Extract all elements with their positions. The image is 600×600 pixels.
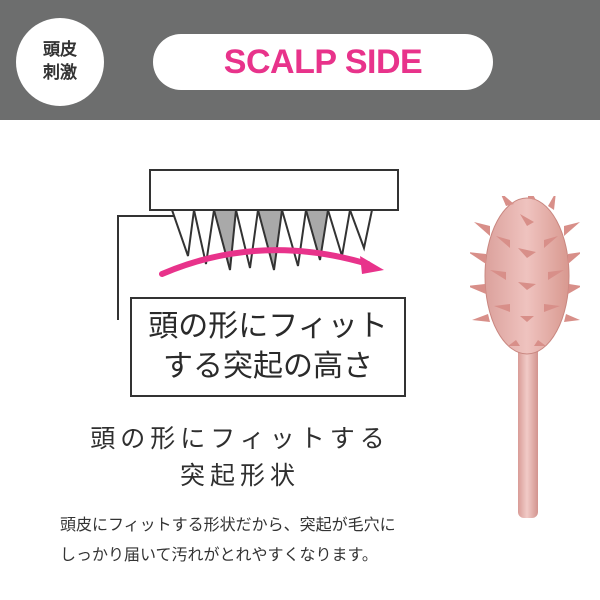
brush-head [484, 197, 570, 355]
heading-line-1: 頭の形にフィットする [90, 424, 390, 453]
header-bar: 頭皮 刺激 SCALP SIDE [0, 0, 600, 120]
arrow-head-icon [360, 256, 384, 274]
fit-height-callout: 頭の形にフィット する突起の高さ [130, 297, 406, 397]
description-line-2: しっかり届いて汚れがとれやすくなります。 [60, 545, 378, 564]
section-title: SCALP SIDE [223, 42, 423, 81]
bristle [192, 209, 216, 265]
bristle-diagram [117, 169, 399, 320]
brush-bristles [470, 196, 580, 346]
bristle [304, 209, 330, 261]
brush-base-plate [149, 169, 399, 211]
bristle [280, 209, 308, 267]
scalp-stimulation-badge: 頭皮 刺激 [16, 18, 104, 106]
head-curve-arrow [159, 247, 371, 277]
scalp-brush-image [470, 196, 580, 518]
bristle-row [170, 209, 374, 271]
description-line-1: 頭皮にフィットする形状だから、突起が毛穴に [60, 515, 396, 534]
bristle [256, 209, 284, 271]
badge-line-2: 刺激 [43, 63, 77, 83]
bristle [348, 209, 374, 252]
heading-line-2: 突起形状 [179, 461, 300, 490]
bristle [326, 209, 352, 257]
callout-connector-line [117, 215, 188, 320]
callout-line-1: 頭の形にフィット [148, 309, 388, 344]
brush-handle [518, 346, 538, 518]
bristle [212, 209, 238, 271]
bristle [234, 209, 260, 269]
section-title-pill: SCALP SIDE [153, 34, 493, 90]
bristle [170, 209, 196, 257]
feature-description: 頭皮にフィットする形状だから、突起が毛穴に しっかり届いて汚れがとれやすくなりま… [60, 510, 480, 570]
badge-line-1: 頭皮 [43, 40, 77, 60]
callout-line-2: する突起の高さ [163, 349, 373, 384]
feature-heading: 頭の形にフィットする 突起形状 [40, 420, 440, 494]
